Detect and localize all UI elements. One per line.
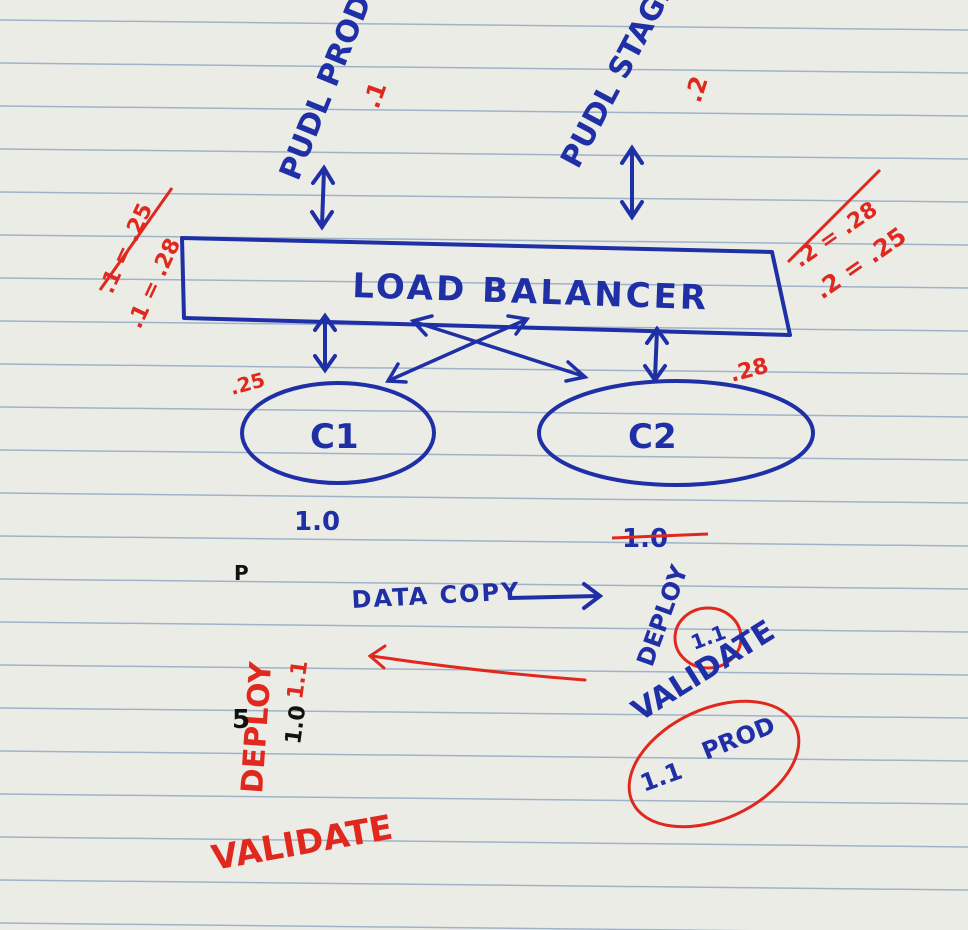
data-copy-arrow bbox=[508, 582, 604, 610]
c1-ellipse bbox=[240, 381, 436, 485]
pub-stage-double-arrow bbox=[620, 144, 644, 221]
lb-right-weight-strike bbox=[786, 168, 882, 264]
ruled-line bbox=[0, 449, 968, 461]
c2-version-struck: 1.0 bbox=[622, 524, 668, 554]
ruled-line bbox=[0, 750, 968, 762]
ruled-line bbox=[0, 621, 968, 633]
ruled-line bbox=[0, 62, 968, 74]
c1-p-marker: P bbox=[234, 561, 249, 585]
ruled-line bbox=[0, 492, 968, 504]
ruled-line bbox=[0, 836, 968, 848]
ruled-line bbox=[0, 578, 968, 590]
ruled-line bbox=[0, 879, 968, 891]
left-version-old: 1.0 bbox=[281, 704, 311, 746]
ruled-line bbox=[0, 148, 968, 160]
ruled-line bbox=[0, 793, 968, 805]
lb-c1-double-arrow bbox=[313, 312, 337, 374]
cross-arrow-to-c2 bbox=[409, 314, 589, 383]
c2-label: C2 bbox=[628, 417, 677, 457]
ruled-line bbox=[0, 707, 968, 719]
c2-version-strike bbox=[611, 532, 709, 540]
ruled-line bbox=[0, 277, 968, 289]
left-version-new: 1.1 bbox=[283, 659, 313, 701]
ruled-line bbox=[0, 105, 968, 117]
right-prod-circle bbox=[627, 699, 801, 829]
lb-left-weight-strike bbox=[98, 187, 174, 291]
ruled-lines bbox=[0, 19, 968, 930]
right-deploy-version-circle bbox=[673, 606, 743, 670]
pub-prod-double-arrow bbox=[310, 164, 335, 231]
c1-version: 1.0 bbox=[294, 507, 340, 537]
cross-arrow-to-c1 bbox=[385, 314, 531, 384]
ruled-line bbox=[0, 19, 968, 31]
c2-ellipse bbox=[537, 379, 815, 487]
return-arrow bbox=[367, 644, 587, 682]
ruled-line bbox=[0, 535, 968, 547]
c1-label: C1 bbox=[310, 417, 359, 457]
left-number: 5 bbox=[232, 705, 250, 735]
ruled-line bbox=[0, 363, 968, 375]
ruled-line bbox=[0, 191, 968, 203]
ruled-line bbox=[0, 922, 751, 930]
load-balancer-box bbox=[180, 236, 792, 337]
